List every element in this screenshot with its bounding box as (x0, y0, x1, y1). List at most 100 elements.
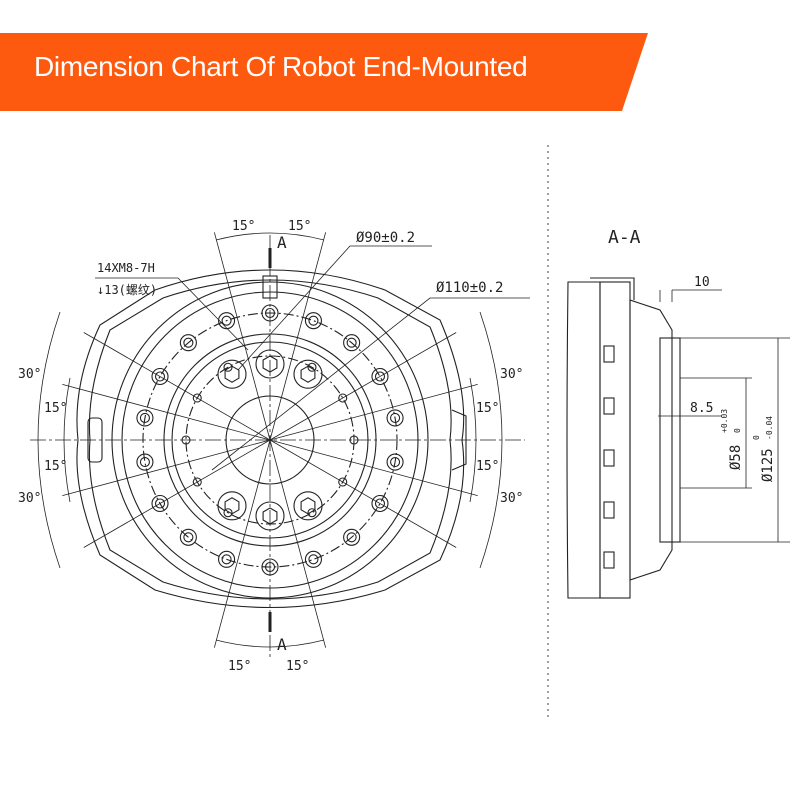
center-lines (30, 235, 525, 660)
outer-bolt-hole-inner (154, 371, 166, 382)
section-dim-lines (658, 289, 790, 543)
small-hole (338, 477, 348, 487)
angle-ray (269, 383, 478, 441)
outer-bolt-hole (343, 334, 361, 352)
angle-ray (269, 439, 457, 548)
outer-bolt-hole-inner (374, 498, 386, 509)
dim-step: 8.5 (690, 401, 713, 416)
angle-arcs (37, 232, 503, 648)
angle-ray (269, 439, 478, 497)
outer-bolt-hole-inner (374, 371, 386, 382)
angle-right-lower-outer: 30° (500, 491, 523, 506)
dim-outer-circle: Ø110±0.2 (436, 280, 503, 296)
section-hole (603, 397, 615, 415)
outer-bolt-holes (136, 304, 404, 576)
section-title: A-A (608, 227, 641, 248)
outer-bolt-hole (151, 367, 169, 386)
section-bolt-holes (603, 345, 615, 569)
angle-ray (83, 332, 271, 441)
outer-bolt-hole (136, 409, 154, 427)
outer-bolt-hole (179, 334, 197, 352)
angle-ray (269, 332, 457, 441)
outer-bolt-hole-inner (308, 554, 319, 565)
dim-outer-main: Ø125 (760, 448, 776, 482)
section-hole (603, 501, 615, 519)
angle-ray (269, 439, 327, 648)
output-flange (629, 299, 673, 581)
outer-bolt-hole-inner (183, 532, 194, 543)
small-hole (223, 362, 233, 372)
angle-ray (213, 232, 271, 441)
angle-ray (83, 439, 271, 548)
outer-bolt-hole-inner (346, 532, 357, 543)
angle-left-lower-outer: 30° (18, 491, 41, 506)
outer-bolt-hole (386, 453, 404, 471)
hex-bolt-head (293, 491, 323, 521)
front-view (30, 232, 530, 660)
angle-top-right: 15° (288, 219, 311, 234)
dim-bore-tol-upper: +0.03 (720, 409, 729, 433)
hex-socket (224, 365, 240, 383)
angle-ray (213, 439, 271, 648)
angle-ray (62, 439, 271, 497)
hex-bolt-head (217, 491, 247, 521)
outer-bolt-hole (386, 409, 404, 427)
section-view (566, 277, 790, 599)
outer-bolt-hole-inner (183, 337, 194, 348)
outer-bolt-hole (371, 494, 389, 513)
housing-section (566, 281, 601, 599)
outer-bolt-hole (179, 528, 197, 546)
outer-bolt-hole (218, 550, 236, 568)
page-title: Dimension Chart Of Robot End-Mounted (34, 51, 528, 82)
angle-right-upper-outer: 30° (500, 367, 523, 382)
angle-left-upper-inner: 15° (44, 401, 67, 416)
hex-bolt-head (217, 359, 247, 389)
flange-body (599, 281, 631, 599)
outer-bolt-hole (343, 528, 361, 546)
outer-bolt-hole-inner (346, 337, 357, 348)
small-hole (192, 393, 202, 403)
outer-bolt-hole (371, 367, 389, 386)
hex-bolt-head (293, 359, 323, 389)
dim-outer-tol-upper: 0 (752, 435, 761, 440)
outer-bolt-hole-inner (221, 554, 232, 565)
outer-bolt-hole-inner (154, 498, 166, 509)
hex-socket (224, 497, 240, 515)
section-mark-top: A (277, 233, 287, 252)
housing-outline (76, 269, 465, 609)
section-view-labels: A-A 10 8.5 Ø58 +0.03 0 Ø125 0 -0.04 (608, 227, 776, 482)
angle-bottom-right: 15° (286, 659, 309, 674)
angle-bottom-left: 15° (228, 659, 251, 674)
outer-bolt-hole (136, 453, 154, 471)
outer-bolt-hole-inner (390, 412, 401, 423)
outer-bolt-hole (304, 550, 322, 568)
outer-bolt-hole (304, 312, 322, 330)
outer-bolt-hole-inner (308, 315, 319, 326)
angle-ray (269, 232, 327, 441)
angle-top-left: 15° (232, 219, 255, 234)
dim-inner-circle: Ø90±0.2 (356, 230, 415, 246)
angle-rays (62, 232, 478, 648)
section-mark-bottom: A (277, 635, 287, 654)
leader-thread (95, 277, 249, 351)
angle-left-upper-outer: 30° (18, 367, 41, 382)
dim-bore-main: Ø58 (728, 445, 744, 470)
dim-outer-tol-lower: -0.04 (765, 416, 774, 440)
small-hole (307, 508, 317, 518)
front-view-labels: A A 15° 15° 15° 15° 30° 15° 15° 30° 30° … (18, 219, 523, 674)
angle-right-lower-inner: 15° (476, 459, 499, 474)
outer-bolt-hole (218, 312, 236, 330)
section-hole (603, 551, 615, 569)
dim-flange-thickness: 10 (694, 275, 710, 290)
thread-spec-line2: ↓13(螺纹) (97, 283, 157, 297)
angle-left-lower-inner: 15° (44, 459, 67, 474)
angle-ray (62, 383, 271, 441)
outer-bolt-hole-inner (221, 315, 232, 326)
outer-bolt-hole (151, 494, 169, 513)
outer-bolt-hole-inner (139, 412, 150, 423)
banner-shape (0, 33, 648, 111)
section-hole (603, 449, 615, 467)
thread-spec-line1: 14XM8-7H (97, 261, 155, 275)
outer-bolt-hole-inner (390, 457, 401, 468)
